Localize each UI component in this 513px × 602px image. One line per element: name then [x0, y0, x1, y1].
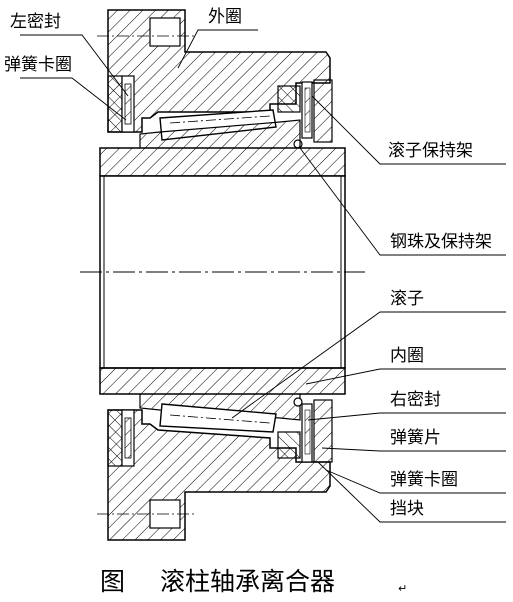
stop-block-bottom: [313, 399, 333, 463]
left-seal-bottom: [107, 409, 123, 467]
bolt-hole-top: [149, 17, 181, 47]
label-right-seal: 右密封: [390, 390, 441, 410]
label-spring-ring-left: 弹簧卡圈: [4, 55, 72, 75]
label-roller: 滚子: [390, 289, 424, 309]
label-left-seal: 左密封: [10, 12, 61, 32]
inner-ring-bottom: [99, 367, 346, 395]
right-block-bottom: [277, 431, 301, 459]
stop-block-top: [313, 79, 333, 143]
label-stop-block: 挡块: [390, 499, 424, 519]
inner-ring-top: [99, 147, 346, 177]
left-seal-top: [107, 75, 123, 133]
label-spring-ring-right: 弹簧卡圈: [390, 470, 458, 490]
label-spring-plate: 弹簧片: [390, 428, 441, 448]
leader-lines: [20, 29, 506, 523]
label-roller-cage: 滚子保持架: [388, 141, 473, 161]
caption-prefix: 图: [100, 567, 125, 596]
caption-return-mark: ↵: [398, 582, 407, 595]
label-outer-ring: 外圈: [208, 7, 242, 27]
roller-bottom: [159, 403, 277, 433]
label-inner-ring: 内圈: [390, 346, 424, 366]
right-block-top: [277, 85, 301, 113]
bottom-half-section: [97, 367, 346, 541]
caption-title: 滚柱轴承离合器: [160, 567, 335, 596]
steel-ball-bottom: [293, 397, 303, 407]
top-half-section: [97, 9, 346, 177]
label-ball-cage: 钢珠及保持架: [390, 232, 492, 252]
